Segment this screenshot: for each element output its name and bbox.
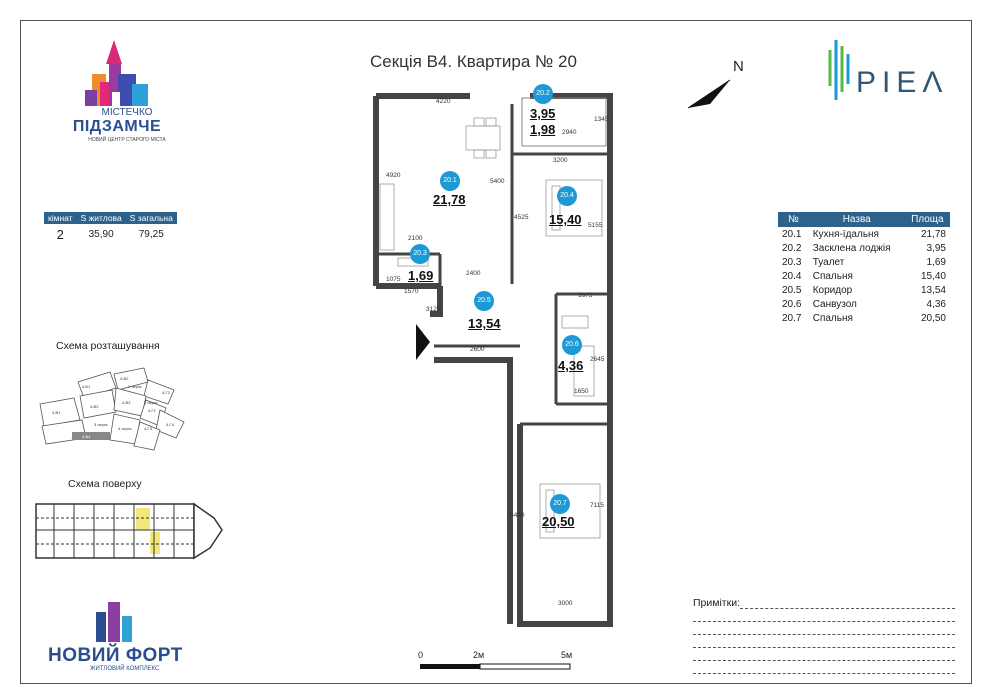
dim-label: 6490	[510, 512, 525, 519]
loc-label-4v1: 4-В1	[52, 410, 61, 415]
room-badge-20-3: 20.3	[410, 244, 430, 264]
room-area-20-3: 1,69	[408, 268, 434, 283]
rooms-header-no: №	[778, 212, 809, 227]
loc-label-4v4: 4-В4	[82, 434, 91, 439]
piel-logo-text: PIEΛ	[856, 66, 949, 99]
dim-label: 3200	[553, 157, 568, 164]
summary-header-rooms: кімнат	[44, 212, 77, 224]
room-badge-20-5: 20.5	[474, 291, 494, 311]
dim-label: 4220	[436, 98, 451, 105]
room-badge-20-1: 20.1	[440, 171, 460, 191]
rooms-header-name: Назва	[808, 212, 905, 227]
rooms-header-area: Площа	[904, 212, 950, 227]
loc-label-4g4: 4-Г4	[166, 422, 175, 427]
mistechko-logo-line1: МІСТЕЧКО	[101, 107, 153, 118]
room-badge-20-4: 20.4	[557, 186, 577, 206]
room-badge-20-7: 20.7	[550, 494, 570, 514]
location-scheme-title: Схема розташування	[56, 340, 160, 352]
novyi-fort-logo-icon	[96, 602, 132, 642]
north-label: N	[733, 58, 744, 75]
summary-header-total: S загальна	[125, 212, 177, 224]
summary-header-living: S житлова	[76, 212, 126, 224]
dim-label: 2600	[470, 346, 485, 353]
loc-label-stage2: 2 черга	[128, 384, 142, 389]
loc-label-4v2b: 4-В2	[90, 404, 99, 409]
summary-table: кімнат S житлова S загальна 2 35,90 79,2…	[44, 212, 177, 245]
room-area-20-2: 3,95	[530, 106, 556, 121]
room-area2-20-2: 1,98	[530, 122, 556, 137]
mistechko-logo-icon	[85, 40, 148, 106]
scale-label-5m: 5м	[561, 650, 573, 660]
novyi-fort-logo-subtext: ЖИТЛОВИЙ КОМПЛЕКС	[90, 666, 160, 672]
loc-label-stage1: 1 черга	[144, 400, 158, 405]
loc-label-4v2a: 4-В2	[120, 376, 129, 381]
dim-label: 2940	[562, 129, 577, 136]
notes-line	[693, 673, 955, 674]
notes-line	[693, 621, 955, 622]
dim-label: 5400	[490, 178, 505, 185]
scale-label-0: 0	[418, 650, 424, 660]
summary-total: 79,25	[138, 229, 164, 240]
loc-label-4v3: 4-В3	[122, 400, 131, 405]
dim-label: 2400	[466, 270, 481, 277]
room-badge-20-6: 20.6	[562, 335, 582, 355]
summary-living: 35,90	[88, 229, 114, 240]
loc-label-4b1: 4-Б1	[82, 384, 91, 389]
dim-label: 3125	[426, 306, 441, 313]
loc-label-stage3: 3 черга	[94, 422, 108, 427]
mistechko-logo-line3: НОВИЙ ЦЕНТР СТАРОГО МІСТА	[88, 137, 166, 143]
notes-line	[740, 608, 955, 609]
dim-label: 5155	[588, 222, 603, 229]
room-area-20-7: 20,50	[542, 514, 575, 529]
room-area-20-5: 13,54	[468, 316, 501, 331]
dim-label: 3000	[558, 600, 573, 607]
floor-scheme-diagram	[35, 502, 223, 560]
floor-scheme-title: Схема поверху	[68, 478, 142, 490]
piel-logo-mark-icon	[828, 40, 850, 100]
scale-bar	[420, 663, 571, 670]
dim-label: 2645	[590, 356, 605, 363]
dim-label: 2100	[408, 235, 423, 242]
sheet-frame	[20, 20, 972, 684]
dim-label: 1650	[574, 388, 589, 395]
room-area-20-6: 4,36	[558, 358, 584, 373]
loc-label-4g1: 4-Г1	[148, 408, 157, 413]
loc-label-4g2: 4-Г2	[162, 390, 171, 395]
scale-label-2m: 2м	[473, 650, 485, 660]
dim-label: 1570	[404, 288, 419, 295]
dim-label: 4525	[514, 214, 529, 221]
dim-label: 7115	[590, 502, 604, 509]
notes-label: Примітки:	[693, 597, 740, 609]
apartment-floor-plan	[373, 93, 613, 627]
page-title: Секція В4. Квартира № 20	[370, 52, 577, 71]
dim-label: 1075	[386, 276, 401, 283]
dim-label: 1675	[578, 292, 593, 299]
notes-line	[693, 647, 955, 648]
dim-label: 4920	[386, 172, 401, 179]
summary-rooms: 2	[56, 227, 64, 242]
north-arrow-icon	[687, 79, 731, 109]
loc-label-4g3: 4-Г3	[144, 426, 153, 431]
location-scheme-diagram: 4-Б1 4-В2 4-В1 4-В2 4-В3 4-В4 4-Г1 4-Г2 …	[39, 367, 185, 451]
loc-label-stage4: 4 черга	[118, 426, 132, 431]
room-area-20-1: 21,78	[433, 192, 466, 207]
notes-line	[693, 634, 955, 635]
mistechko-logo-line2: ПІДЗАМЧЕ	[72, 118, 162, 135]
room-area-20-4: 15,40	[549, 212, 582, 227]
novyi-fort-logo-text: НОВИЙ ФОРТ	[48, 645, 183, 666]
notes-line	[693, 660, 955, 661]
room-badge-20-2: 20.2	[533, 84, 553, 104]
dim-label: 1345	[594, 116, 609, 123]
